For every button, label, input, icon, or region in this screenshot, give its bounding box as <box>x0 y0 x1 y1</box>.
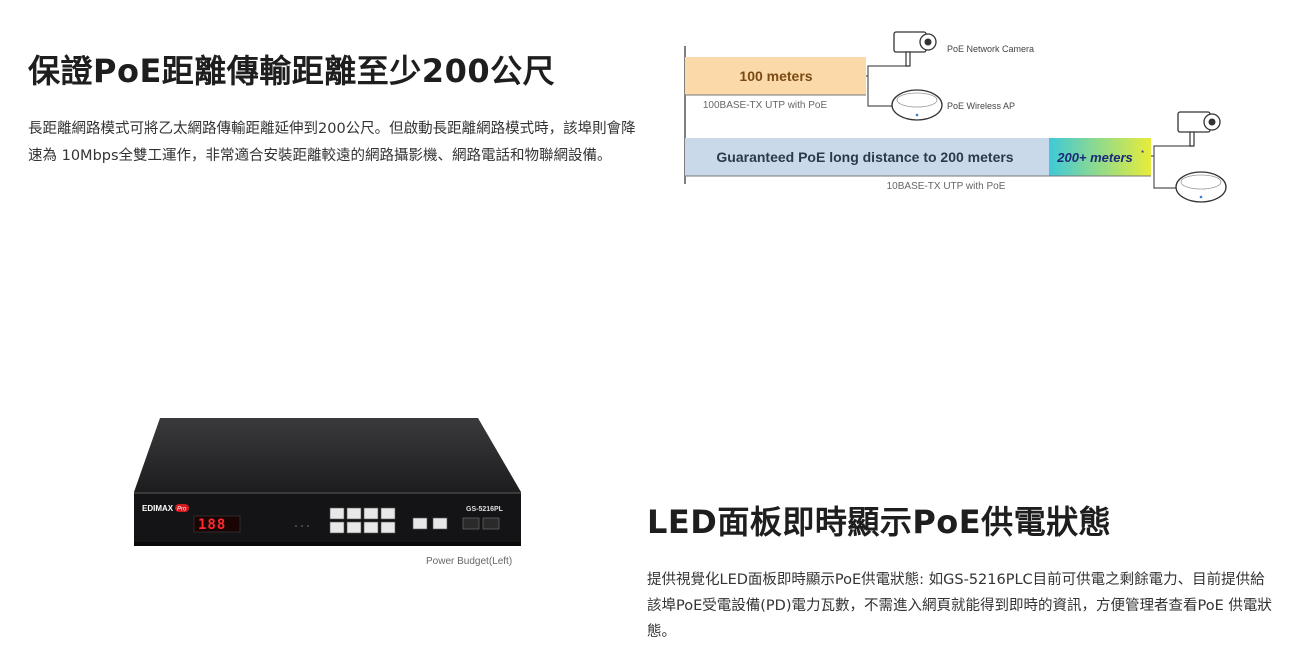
poe-distance-diagram: 100 meters 100BASE-TX UTP with PoE PoE N… <box>684 31 1227 203</box>
section1-body: 長距離網路模式可將乙太網路傳輸距離延伸到200公尺。但啟動長距離網路模式時，該埠… <box>28 121 636 164</box>
brand-logo: EDIMAX <box>142 504 174 513</box>
short-cable-label: 100BASE-TX UTP with PoE <box>703 100 828 111</box>
wireless-ap-icon <box>891 89 943 121</box>
ap-label: PoE Wireless AP <box>947 101 1015 111</box>
short-distance-box <box>685 57 866 95</box>
long-distance-box <box>685 138 1049 176</box>
switch-product-image: EDIMAX Pro 188 GS-5216PL <box>134 418 521 546</box>
section2-body: 提供視覺化LED面板即時顯示PoE供電狀態: 如GS-5216PLC目前可供電之… <box>647 572 1272 640</box>
long-cable-label: 10BASE-TX UTP with PoE <box>887 181 1006 192</box>
section1-title: 保證PoE距離傳輸距離至少200公尺 <box>28 52 556 90</box>
long-distance-label: Guaranteed PoE long distance to 200 mete… <box>716 149 1013 165</box>
extra-distance-box <box>1049 138 1151 176</box>
section2-title: LED面板即時顯示PoE供電狀態 <box>647 503 1112 541</box>
camera-icon <box>1177 111 1221 147</box>
extra-distance-label: 200+ meters <box>1056 150 1133 165</box>
led-display: 188 <box>198 517 226 533</box>
camera-label: PoE Network Camera <box>947 44 1034 54</box>
short-distance-label: 100 meters <box>739 68 812 84</box>
product-caption: Power Budget(Left) <box>426 556 513 567</box>
extra-distance-mark: * <box>1141 149 1144 158</box>
wireless-ap-icon <box>1175 171 1227 203</box>
brand-badge: Pro <box>177 507 187 513</box>
camera-icon <box>893 31 937 67</box>
model-label: GS-5216PL <box>466 506 504 513</box>
